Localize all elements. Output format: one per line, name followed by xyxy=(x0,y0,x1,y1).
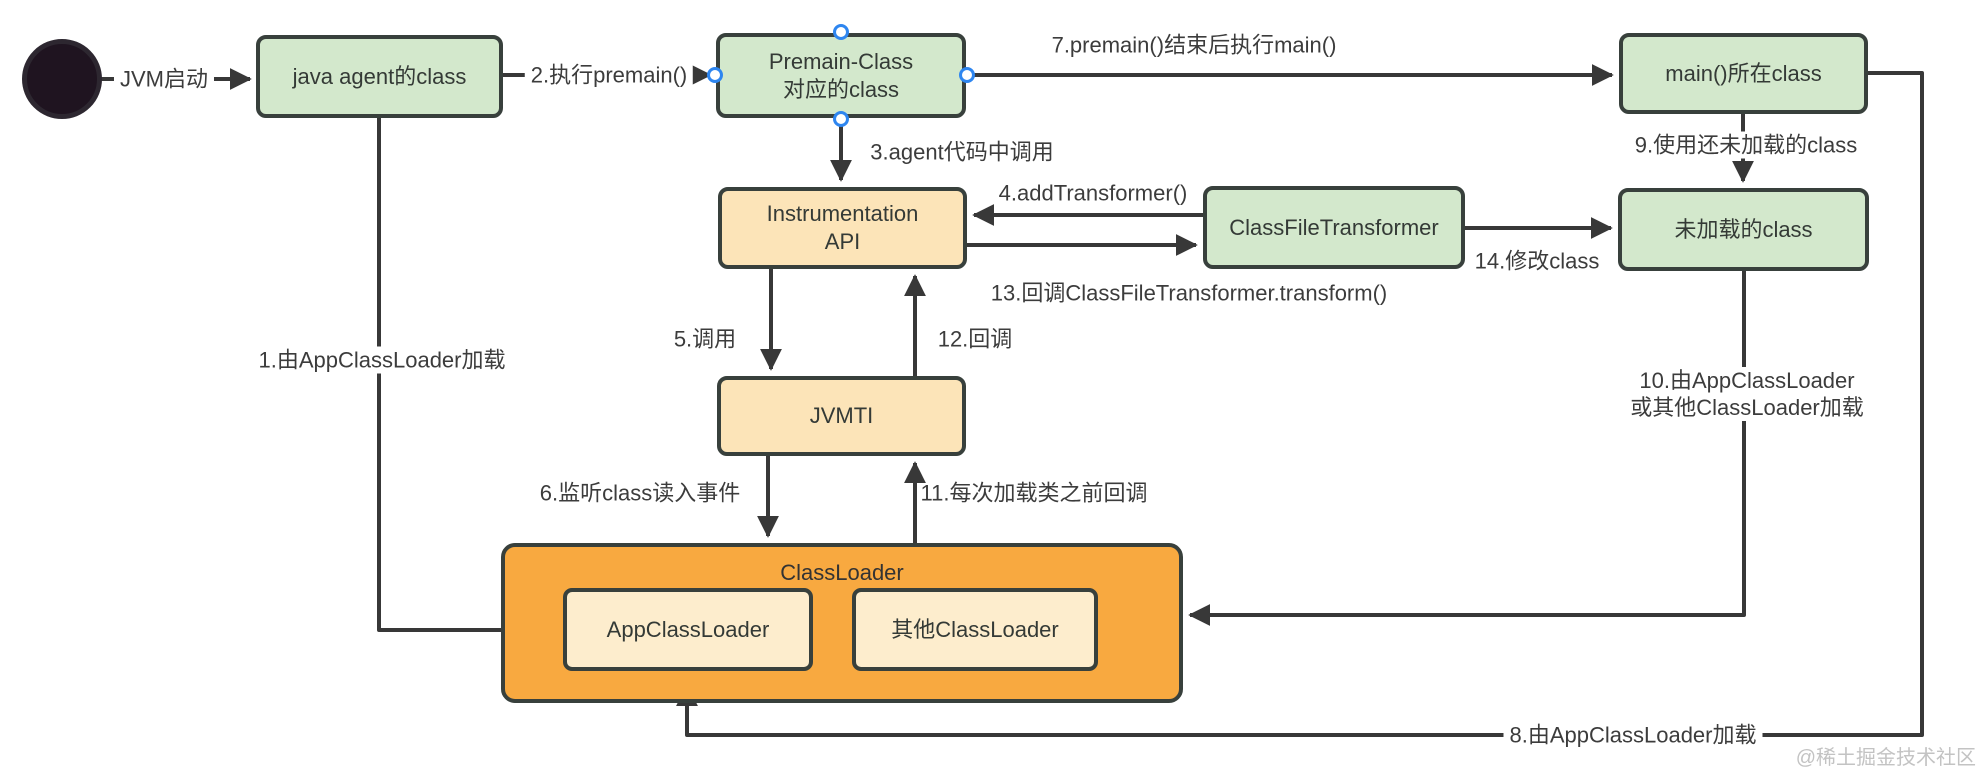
edge-label-step4: 4.addTransformer() xyxy=(998,180,1188,206)
edge-label-step1: 1.由AppClassLoader加载 xyxy=(252,346,512,374)
selection-handle-right[interactable] xyxy=(959,67,975,83)
node-java-agent-class[interactable]: java agent的class xyxy=(256,35,503,118)
node-label-line2: 对应的class xyxy=(782,76,900,102)
selection-handle-top[interactable] xyxy=(833,24,849,40)
edge-label-step7: 7.premain()结束后执行main() xyxy=(1051,32,1337,58)
edge-label-step9: 9.使用还未加载的class xyxy=(1628,131,1864,159)
node-unloaded-class[interactable]: 未加载的class xyxy=(1618,188,1869,271)
edge-label-step14: 14.修改class xyxy=(1474,248,1600,274)
edge-step8 xyxy=(676,71,1924,737)
edge-step10 xyxy=(1188,271,1746,626)
node-main-class[interactable]: main()所在class xyxy=(1619,33,1868,114)
edge-label-jvm-start: JVM启动 xyxy=(113,65,215,93)
node-label-line1: Premain-Class xyxy=(768,48,914,74)
edge-label-step2: 2.执行premain() xyxy=(524,61,694,89)
node-class-file-transformer[interactable]: ClassFileTransformer xyxy=(1203,186,1465,269)
node-label: ClassLoader xyxy=(780,560,904,585)
node-label: 其他ClassLoader xyxy=(891,616,1059,642)
node-instrumentation-api[interactable]: Instrumentation API xyxy=(718,187,967,269)
node-label: 未加载的class xyxy=(1674,216,1813,242)
start-state-node[interactable] xyxy=(22,39,102,119)
node-label: main()所在class xyxy=(1665,60,1822,86)
node-label: ClassFileTransformer xyxy=(1229,214,1439,240)
edge-label-step10-line2: 或其他ClassLoader加载 xyxy=(1630,395,1864,420)
selection-handle-left[interactable] xyxy=(707,67,723,83)
selection-handle-bottom[interactable] xyxy=(833,111,849,127)
edge-step1 xyxy=(377,118,560,641)
node-label: AppClassLoader xyxy=(606,616,770,642)
node-label-line2: API xyxy=(824,229,861,254)
edge-label-step8: 8.由AppClassLoader加载 xyxy=(1503,721,1763,749)
node-app-classloader[interactable]: AppClassLoader xyxy=(563,588,813,671)
edge-label-step13: 13.回调ClassFileTransformer.transform() xyxy=(990,280,1388,306)
node-other-classloader[interactable]: 其他ClassLoader xyxy=(852,588,1098,671)
edge-label-step10-line1: 10.由AppClassLoader xyxy=(1639,368,1855,393)
juejin-watermark: @稀土掘金技术社区 xyxy=(1795,747,1976,769)
node-jvmti[interactable]: JVMTI xyxy=(717,376,966,456)
edge-label-step6: 6.监听class读入事件 xyxy=(539,480,741,506)
edge-label-step5: 5.调用 xyxy=(673,326,737,352)
edge-label-step10: 10.由AppClassLoader 或其他ClassLoader加载 xyxy=(1624,367,1870,421)
node-label: java agent的class xyxy=(292,63,467,89)
edge-label-step12: 12.回调 xyxy=(937,326,1013,352)
edge-label-step11: 11.每次加载类之前回调 xyxy=(920,480,1148,506)
node-label-line1: Instrumentation xyxy=(766,201,919,226)
node-premain-class[interactable]: Premain-Class 对应的class xyxy=(716,33,966,118)
node-label: JVMTI xyxy=(809,403,874,428)
edge-label-step3: 3.agent代码中调用 xyxy=(870,139,1054,165)
